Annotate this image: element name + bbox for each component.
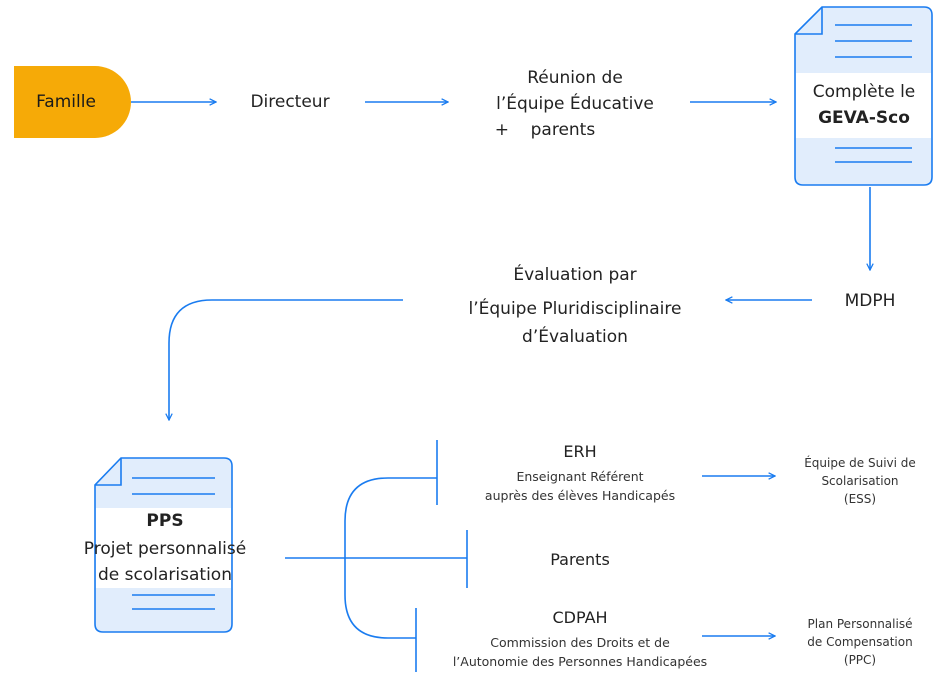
reunion-line3: + parents — [494, 120, 596, 140]
reunion-line2: l’Équipe Éducative — [496, 94, 654, 114]
evaluation-line2: l’Équipe Pluridisciplinaire — [468, 299, 682, 319]
ppc-line3: (PPC) — [843, 653, 877, 667]
cdpah-line2: l’Autonomie des Personnes Handicapées — [452, 654, 708, 669]
bracket-curve — [344, 477, 437, 639]
cdpah-line1: Commission des Droits et de — [490, 635, 670, 650]
directeur-label: Directeur — [250, 92, 330, 112]
parents-label: Parents — [550, 550, 610, 569]
geva-line2: GEVA-Sco — [818, 108, 910, 128]
erh-line2: auprès des élèves Handicapés — [484, 488, 676, 503]
ess-line3: (ESS) — [843, 492, 877, 506]
famille-node-shape — [14, 66, 131, 138]
ppc-line1: Plan Personnalisé — [807, 617, 913, 631]
evaluation-line1: Évaluation par — [513, 265, 637, 285]
reunion-line1: Réunion de — [527, 68, 623, 88]
erh-line1: Enseignant Référent — [516, 469, 644, 484]
geva-document-icon — [794, 6, 933, 186]
arrow-evaluation-pps — [169, 299, 403, 420]
ess-line1: Équipe de Suivi de — [804, 456, 916, 470]
ppc-line2: de Compensation — [807, 635, 913, 649]
erh-title: ERH — [563, 442, 597, 461]
ess-line2: Scolarisation — [821, 474, 899, 488]
mdph-label: MDPH — [844, 291, 896, 311]
evaluation-line3: d’Évaluation — [522, 327, 628, 347]
famille-label: Famille — [36, 92, 96, 112]
pps-line2: Projet personnalisé — [83, 539, 247, 559]
pps-line3: de scolarisation — [98, 565, 232, 585]
pps-document-icon — [94, 457, 233, 633]
cdpah-title: CDPAH — [552, 608, 608, 627]
geva-line1: Complète le — [812, 82, 916, 102]
pps-title: PPS — [146, 511, 184, 531]
